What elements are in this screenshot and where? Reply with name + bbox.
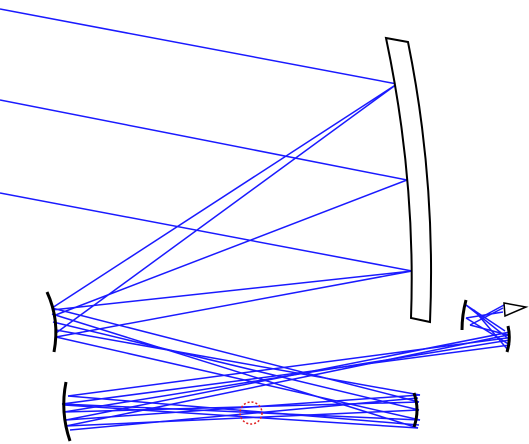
ray-segment	[0, 192, 413, 272]
ray-segment	[51, 307, 420, 403]
ray-segment	[473, 309, 509, 351]
ray-segment	[65, 334, 509, 427]
ray-segment	[52, 321, 420, 411]
small-right-mirror	[505, 325, 511, 353]
ray-segment	[52, 179, 408, 317]
ray-segment	[61, 403, 421, 421]
ray-segment	[469, 324, 509, 336]
ray-segment	[69, 397, 419, 431]
ray-segment	[479, 304, 505, 319]
ray-segment	[55, 83, 398, 334]
ray-segment	[465, 304, 506, 332]
lower-right-mirror	[412, 392, 419, 428]
secondary-mirror	[45, 291, 58, 353]
ray-segment	[55, 336, 421, 421]
ray-segment	[61, 344, 511, 405]
ray-segment	[0, 8, 398, 85]
ray-segment	[55, 329, 421, 396]
ray-segment	[51, 83, 398, 309]
ray-segment	[67, 395, 420, 426]
fold-mirror	[460, 299, 468, 331]
ray-segment	[469, 307, 504, 326]
ray-segment	[65, 331, 511, 421]
ray-segment	[65, 394, 421, 421]
focus-marker	[239, 401, 263, 425]
ray-segment	[51, 270, 413, 311]
ray-segment	[55, 270, 413, 338]
ray-segment	[65, 409, 420, 427]
lower-left-mirror	[62, 381, 72, 442]
ray-bundle	[0, 8, 511, 431]
ray-segment	[51, 313, 419, 429]
detector-arrow-icon	[503, 302, 529, 318]
primary-mirror	[384, 36, 433, 324]
ray-segment	[0, 99, 408, 181]
